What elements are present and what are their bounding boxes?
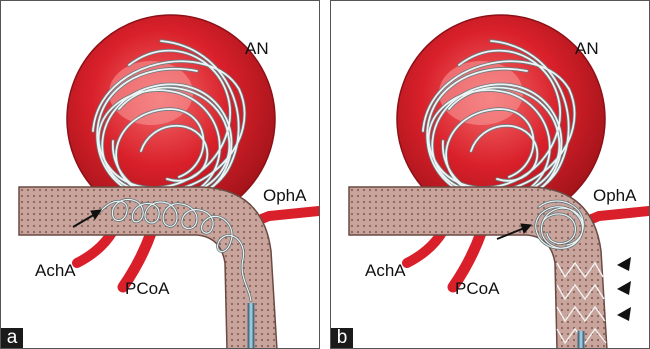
panel-tag-b: b	[331, 328, 353, 348]
panel-b: AN OphA AchA PCoA b	[330, 0, 650, 349]
arrowhead-3	[617, 307, 631, 321]
arrowhead-1	[617, 257, 631, 271]
label-opha: OphA	[263, 186, 306, 206]
label-pcoa: PCoA	[125, 279, 169, 299]
label-an: AN	[575, 39, 599, 59]
arrowhead-2	[617, 281, 631, 295]
anterior-choroidal-artery	[407, 231, 443, 263]
label-acha: AchA	[35, 261, 76, 281]
panel-a: AN OphA AchA PCoA a	[0, 0, 320, 349]
label-an: AN	[245, 39, 269, 59]
label-opha: OphA	[593, 186, 636, 206]
anterior-choroidal-artery	[77, 231, 113, 263]
stent-arrowheads	[617, 257, 631, 321]
label-pcoa: PCoA	[455, 279, 499, 299]
label-acha: AchA	[365, 261, 406, 281]
panel-tag-a: a	[1, 328, 23, 348]
